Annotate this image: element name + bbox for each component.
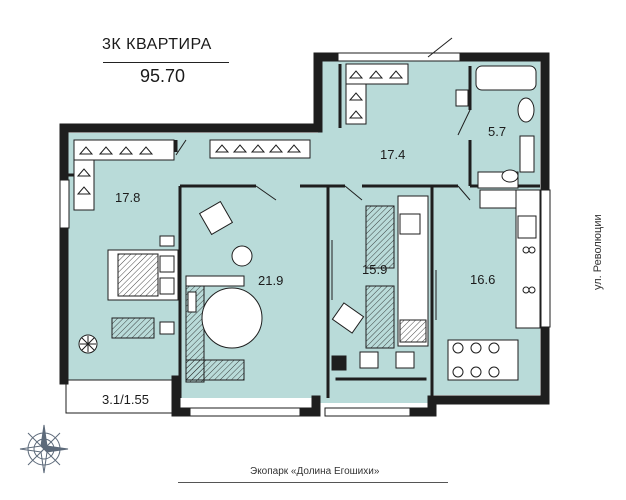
- interior-walls: [66, 64, 540, 398]
- room-area-living: 21.9: [258, 273, 284, 288]
- windows: [59, 52, 551, 417]
- bathroom-fixtures: [455, 65, 537, 189]
- room-area-balcony: 3.1/1.55: [102, 392, 149, 407]
- wardrobes: [73, 63, 409, 211]
- double-bed: [107, 235, 179, 339]
- outer-walls: [59, 52, 550, 417]
- kids-furniture: [331, 195, 429, 381]
- hanger-icons: [76, 70, 404, 195]
- apartment-title: 3К КВАРТИРА: [102, 36, 212, 53]
- compass-rose-icon: [19, 424, 69, 474]
- living-furniture: [185, 200, 263, 383]
- room-area-bedroom: 17.8: [115, 190, 141, 205]
- title-underline: [103, 62, 229, 63]
- room-area-bathroom: 5.7: [488, 124, 507, 139]
- park-label: Экопарк «Долина Егошихи»: [250, 466, 380, 477]
- total-area: 95.70: [140, 66, 186, 86]
- room-area-kitchen: 16.6: [470, 272, 496, 287]
- kitchen-furniture: [435, 189, 541, 381]
- plant-icon: [78, 334, 98, 354]
- room-area-kids: 15.9: [362, 262, 388, 277]
- door-swings: [175, 37, 471, 201]
- street-label: ул. Революции: [592, 214, 604, 290]
- park-line: [178, 482, 448, 483]
- room-area-hall: 17.4: [380, 147, 406, 162]
